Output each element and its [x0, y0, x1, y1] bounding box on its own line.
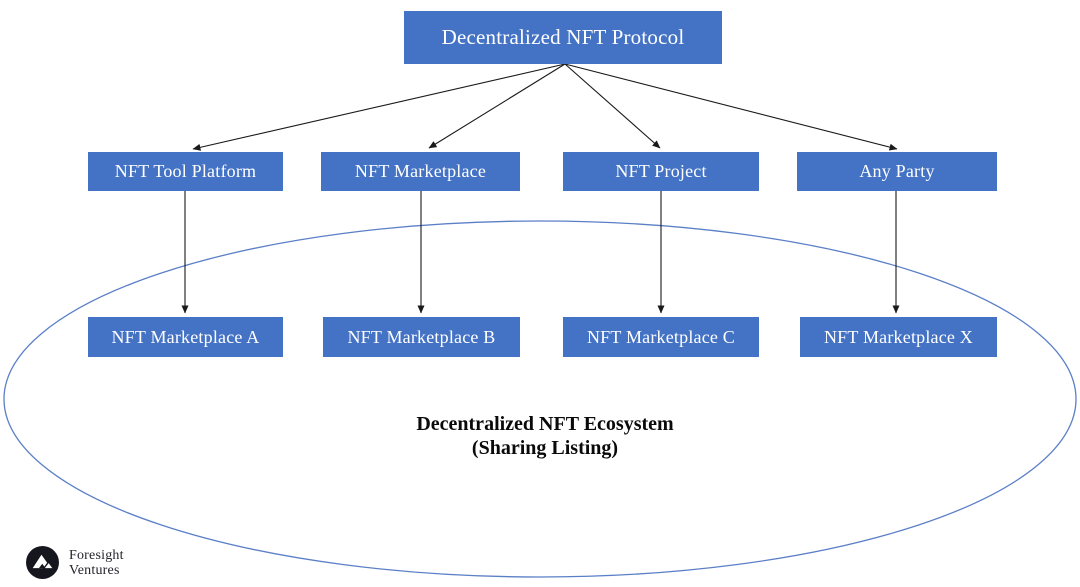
ecosystem-caption: Decentralized NFT Ecosystem (Sharing Lis… — [270, 412, 820, 460]
node-decentralized-nft-protocol: Decentralized NFT Protocol — [404, 11, 722, 64]
ecosystem-ellipse — [3, 220, 1077, 578]
node-nft-marketplace-x: NFT Marketplace X — [800, 317, 997, 357]
foresight-ventures-logo: Foresight Ventures — [26, 546, 124, 579]
ecosystem-caption-line2: (Sharing Listing) — [471, 437, 619, 459]
node-nft-marketplace-c: NFT Marketplace C — [563, 317, 759, 357]
node-nft-marketplace: NFT Marketplace — [321, 152, 520, 191]
arrow-root-to-project — [564, 63, 661, 149]
node-nft-tool-platform: NFT Tool Platform — [88, 152, 283, 191]
arrow-root-to-tool-platform — [192, 63, 566, 151]
foresight-mountain-icon — [26, 546, 59, 579]
ecosystem-caption-line1: Decentralized NFT Ecosystem — [416, 413, 674, 435]
brand-name: Foresight Ventures — [69, 548, 124, 578]
arrow-root-to-any-party — [564, 63, 898, 151]
arrow-root-to-marketplace — [428, 63, 566, 149]
node-any-party: Any Party — [797, 152, 997, 191]
node-nft-marketplace-b: NFT Marketplace B — [323, 317, 520, 357]
brand-name-line1: Foresight — [69, 547, 124, 563]
brand-name-line2: Ventures — [69, 562, 120, 578]
node-nft-project: NFT Project — [563, 152, 759, 191]
node-nft-marketplace-a: NFT Marketplace A — [88, 317, 283, 357]
